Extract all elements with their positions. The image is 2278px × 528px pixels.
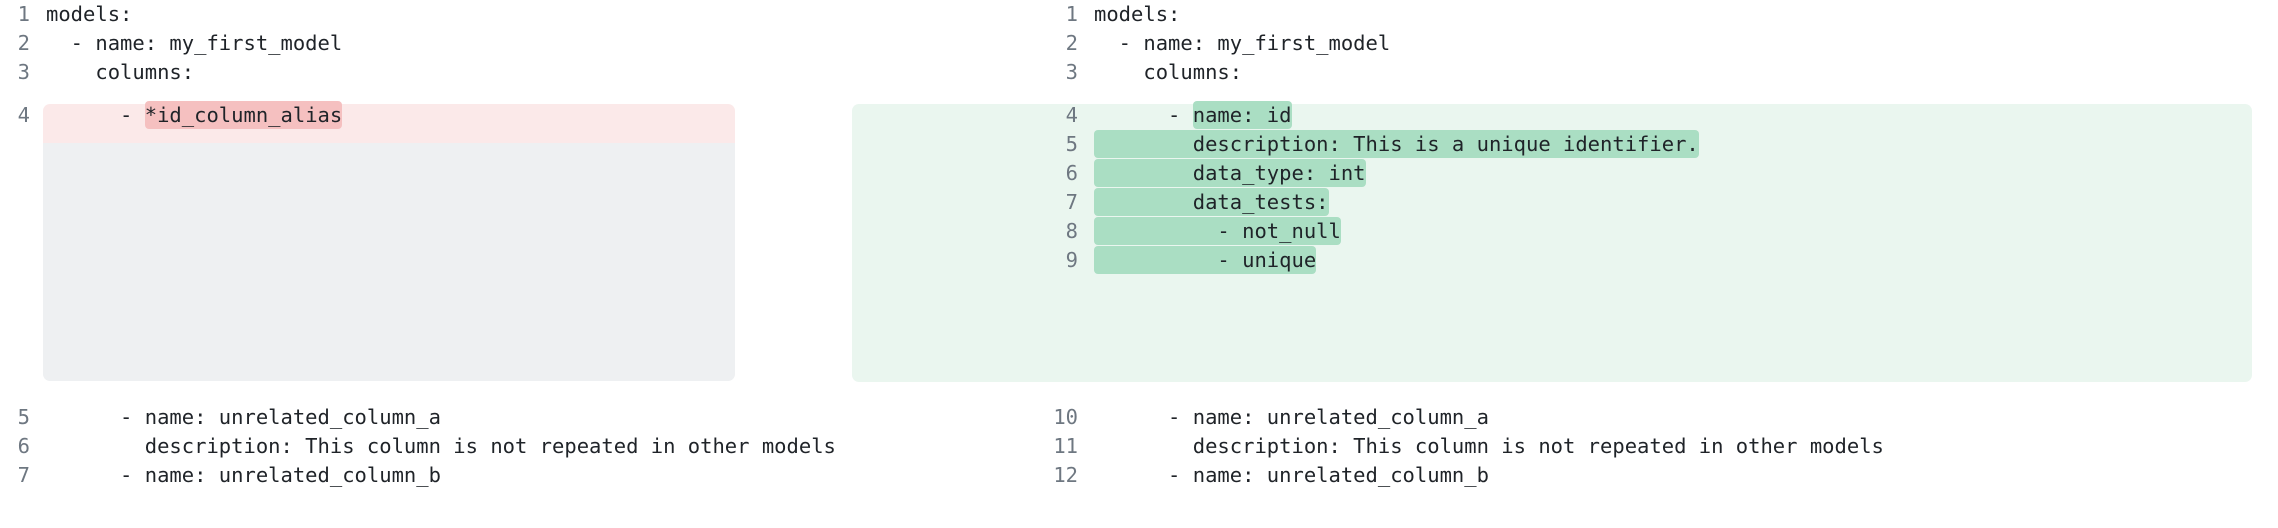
diff-pane-before: 1 models: 2 - name: my_first_model 3 col… xyxy=(0,0,836,528)
diff-pane-after: 1 models: 2 - name: my_first_model 3 col… xyxy=(800,0,2278,528)
line-content: description: This column is not repeated… xyxy=(1094,434,1884,458)
line-content: description: This is a unique identifier… xyxy=(1094,130,1699,159)
line-content: - unique xyxy=(1094,246,1317,275)
line-number: 7 xyxy=(1065,190,1078,214)
added-word-highlight: name: id xyxy=(1192,101,1292,129)
line-number: 1 xyxy=(1065,2,1078,26)
code-line[interactable]: 6 description: This column is not repeat… xyxy=(0,432,836,461)
code-line-added[interactable]: 5 description: This is a unique identifi… xyxy=(800,130,2278,159)
line-content: - name: unrelated_column_a xyxy=(46,405,441,429)
removed-word-highlight: *id_column_alias xyxy=(144,101,343,129)
line-content: data_type: int xyxy=(1094,159,1366,188)
code-line[interactable]: 3 columns: xyxy=(0,58,800,87)
line-content: - name: unrelated_column_b xyxy=(1094,463,1489,487)
line-number: 11 xyxy=(1053,434,1078,458)
added-word-highlight: data_tests: xyxy=(1094,188,1329,216)
code-line[interactable]: 10 - name: unrelated_column_a xyxy=(800,403,2278,432)
line-number: 7 xyxy=(17,463,30,487)
line-number: 4 xyxy=(17,103,30,127)
code-line[interactable]: 1 models: xyxy=(0,0,800,29)
line-number: 3 xyxy=(17,60,30,84)
code-line-added[interactable]: 7 data_tests: xyxy=(800,188,2278,217)
line-content: - name: my_first_model xyxy=(46,31,343,55)
line-prefix: - xyxy=(1094,103,1193,127)
line-content: - *id_column_alias xyxy=(46,101,343,130)
added-word-highlight: - not_null xyxy=(1094,217,1341,245)
code-line-added[interactable]: 8 - not_null xyxy=(800,217,2278,246)
line-number: 9 xyxy=(1065,248,1078,272)
added-word-highlight: description: This is a unique identifier… xyxy=(1094,130,1699,158)
line-number: 3 xyxy=(1065,60,1078,84)
line-number: 2 xyxy=(17,31,30,55)
line-prefix: - xyxy=(46,103,145,127)
line-number: 5 xyxy=(1065,132,1078,156)
line-content: data_tests: xyxy=(1094,188,1329,217)
code-line-added[interactable]: 6 data_type: int xyxy=(800,159,2278,188)
line-content: models: xyxy=(1094,2,1181,26)
line-content: - name: my_first_model xyxy=(1094,31,1391,55)
code-line[interactable]: 12 - name: unrelated_column_b xyxy=(800,461,2278,490)
code-line[interactable]: 5 - name: unrelated_column_a xyxy=(0,403,800,432)
line-number: 6 xyxy=(1065,161,1078,185)
line-number: 2 xyxy=(1065,31,1078,55)
line-content: columns: xyxy=(46,60,195,84)
added-word-highlight: data_type: int xyxy=(1094,159,1366,187)
line-number: 4 xyxy=(1065,103,1078,127)
placeholder-block-background xyxy=(43,143,735,381)
code-line-added[interactable]: 9 - unique xyxy=(800,246,2278,275)
code-line-added[interactable]: 4 - name: id xyxy=(800,101,2278,130)
line-content: models: xyxy=(46,2,133,26)
code-line[interactable]: 2 - name: my_first_model xyxy=(800,29,2278,58)
line-number: 1 xyxy=(17,2,30,26)
code-line[interactable]: 2 - name: my_first_model xyxy=(0,29,800,58)
line-content: columns: xyxy=(1094,60,1243,84)
added-word-highlight: - unique xyxy=(1094,246,1317,274)
line-content: description: This column is not repeated… xyxy=(46,434,836,458)
line-content: - name: unrelated_column_b xyxy=(46,463,441,487)
line-number: 6 xyxy=(17,434,30,458)
code-line[interactable]: 3 columns: xyxy=(800,58,2278,87)
line-number: 12 xyxy=(1053,463,1078,487)
line-number: 10 xyxy=(1053,405,1078,429)
code-line[interactable]: 11 description: This column is not repea… xyxy=(800,432,2278,461)
line-number: 5 xyxy=(17,405,30,429)
code-line-removed[interactable]: 4 - *id_column_alias xyxy=(0,101,800,130)
line-number: 8 xyxy=(1065,219,1078,243)
line-content: - name: unrelated_column_a xyxy=(1094,405,1489,429)
line-content: - not_null xyxy=(1094,217,1341,246)
code-line[interactable]: 7 - name: unrelated_column_b xyxy=(0,461,800,490)
code-line[interactable]: 1 models: xyxy=(800,0,2278,29)
line-content: - name: id xyxy=(1094,101,1292,130)
